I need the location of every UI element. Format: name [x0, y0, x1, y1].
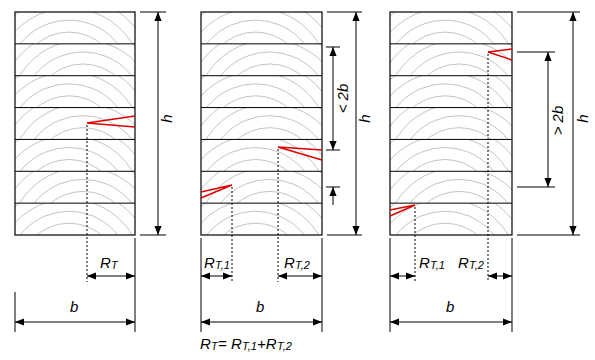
growth-rings	[390, 203, 512, 235]
dimension-label: h	[159, 114, 174, 122]
growth-rings	[390, 108, 512, 140]
subscript-label: T	[111, 260, 118, 271]
dimension-label: h	[575, 114, 590, 122]
growth-rings	[201, 171, 322, 203]
subscript-label: T	[211, 341, 218, 352]
dimension-label: < 2b	[335, 83, 350, 113]
growth-rings	[15, 171, 135, 203]
growth-rings	[201, 76, 322, 108]
dimension-label: R	[419, 255, 430, 270]
growth-rings	[390, 139, 512, 171]
subscript-label: T,2	[469, 260, 484, 271]
growth-rings	[15, 44, 135, 76]
dimension-label: R	[284, 255, 295, 270]
growth-rings	[201, 139, 322, 171]
growth-rings	[390, 76, 512, 108]
dimension-label: b	[256, 299, 264, 314]
growth-rings	[201, 12, 322, 44]
growth-rings	[15, 76, 135, 108]
dimension-label: R	[458, 255, 469, 270]
growth-rings	[390, 44, 512, 76]
growth-rings	[15, 203, 135, 235]
growth-rings	[201, 108, 322, 140]
subscript-label: T,1	[215, 260, 230, 271]
growth-rings	[390, 12, 512, 44]
growth-rings	[15, 108, 135, 140]
dimension-label: b	[446, 299, 454, 314]
dimension-label: = R	[218, 336, 242, 351]
dimension-label: +R	[257, 336, 277, 351]
subscript-label: T,2	[295, 260, 310, 271]
dimension-label: R	[200, 336, 211, 351]
dimension-label: b	[70, 299, 78, 314]
growth-rings	[390, 171, 512, 203]
subscript-label: T,1	[242, 341, 257, 352]
dimension-label: R	[204, 255, 215, 270]
growth-rings	[15, 12, 135, 44]
growth-rings	[201, 44, 322, 76]
dimension-label: h	[357, 114, 372, 122]
growth-rings	[15, 139, 135, 171]
subscript-label: T,2	[277, 341, 292, 352]
subscript-label: T,1	[430, 260, 445, 271]
growth-rings	[201, 203, 322, 235]
dimension-label: > 2b	[550, 105, 565, 135]
dimension-label: R	[100, 255, 111, 270]
